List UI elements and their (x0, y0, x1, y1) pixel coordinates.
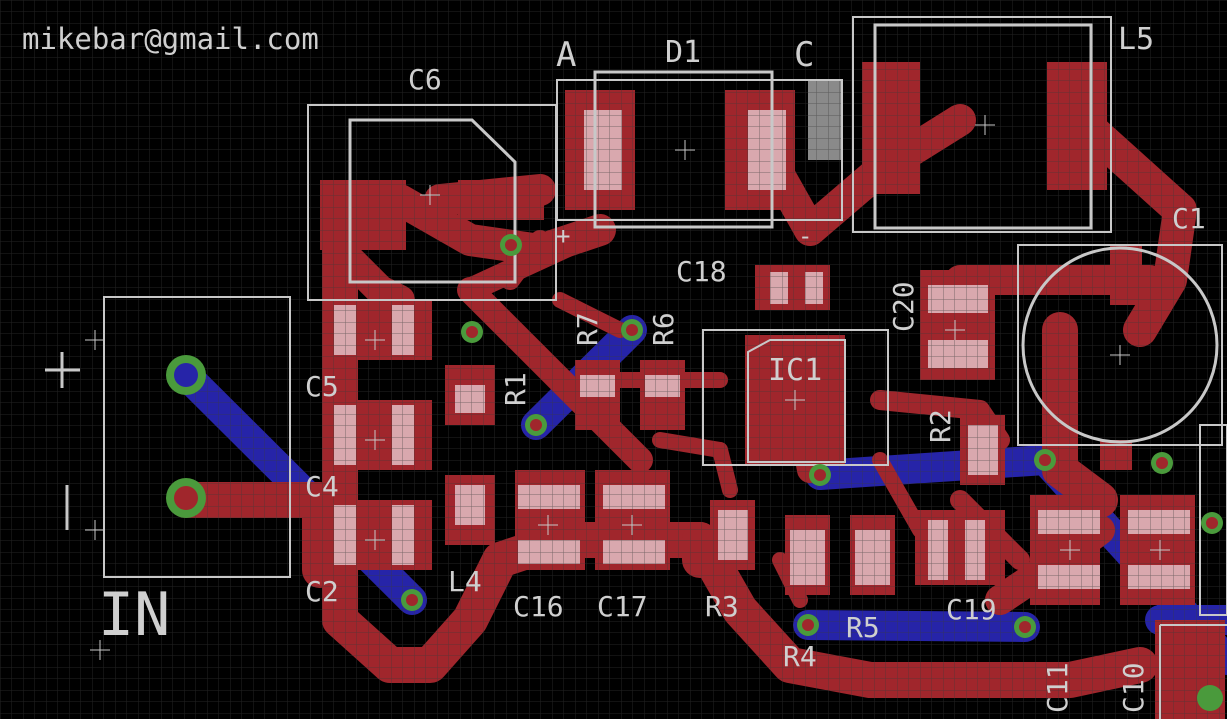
ref-C20: C20 (887, 281, 920, 332)
ref-R2: R2 (924, 409, 957, 443)
ref-C2: C2 (305, 575, 339, 608)
ref-R7: R7 (571, 312, 604, 346)
origin-markers (45, 115, 1170, 660)
ref-D1: D1 (665, 35, 702, 70)
ref-C1: C1 (1172, 202, 1206, 235)
ref-C17: C17 (597, 590, 648, 623)
cap-minus-mark: - (798, 222, 813, 250)
ref-C16: C16 (513, 590, 564, 623)
ref-C10: C10 (1117, 662, 1150, 713)
ref-C5: C5 (305, 370, 339, 403)
diode-cathode-label: C (794, 35, 815, 75)
vias (166, 234, 1223, 711)
ref-L5: L5 (1118, 22, 1155, 57)
ref-R3: R3 (705, 590, 739, 623)
ref-IC1: IC1 (768, 353, 823, 388)
silkscreen-layer (103, 16, 1227, 719)
ref-C11: C11 (1041, 662, 1074, 713)
author-email: mikebar@gmail.com (22, 22, 319, 56)
connector-label: IN (98, 580, 171, 650)
ref-C19: C19 (946, 593, 997, 626)
ref-C6: C6 (408, 63, 442, 96)
ref-R1: R1 (499, 372, 532, 406)
ref-R4: R4 (783, 640, 817, 673)
cap-plus-mark: + (556, 222, 571, 250)
ref-C18: C18 (676, 255, 727, 288)
ref-L4: L4 (448, 565, 482, 598)
diode-anode-label: A (556, 35, 577, 75)
ref-R6: R6 (647, 312, 680, 346)
ref-C4: C4 (305, 470, 339, 503)
ref-R5: R5 (846, 611, 880, 644)
